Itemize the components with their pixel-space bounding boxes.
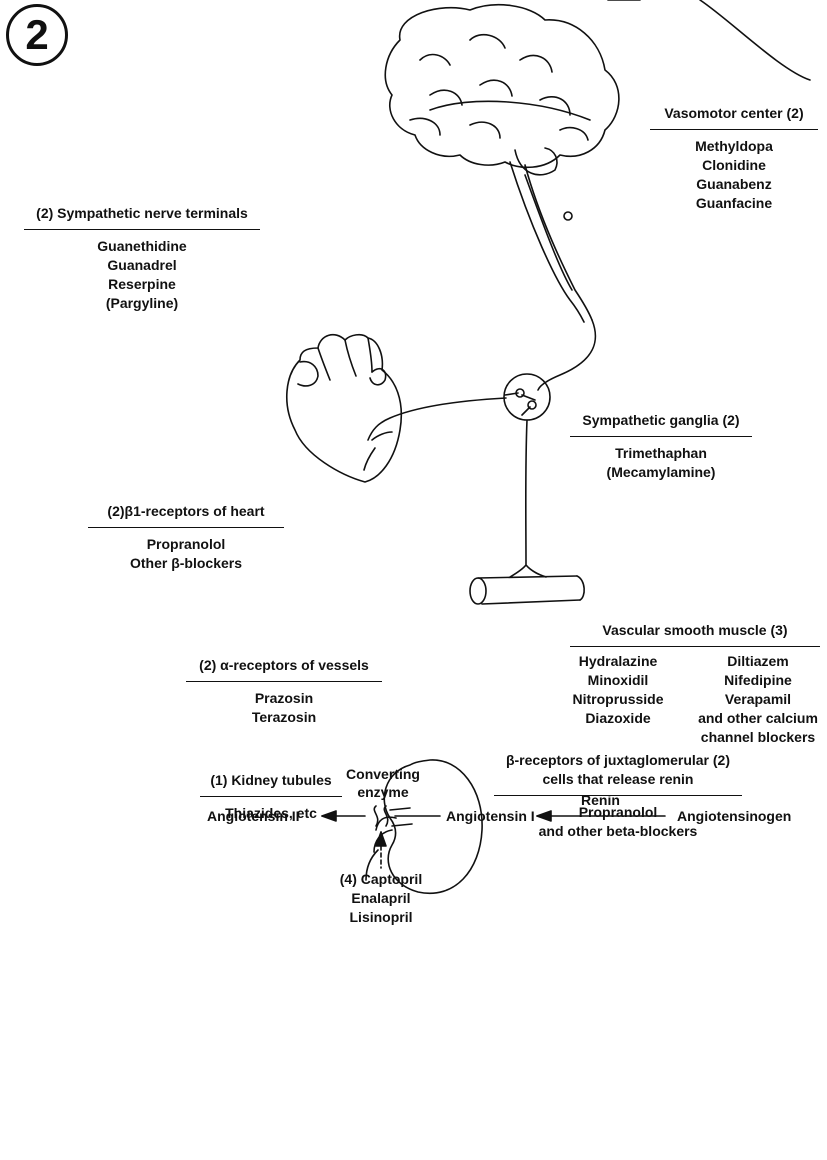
converting-label-line2: enzyme [338, 783, 428, 801]
sympathetic-nerve-terminals-title: (2) Sympathetic nerve terminals [24, 204, 260, 230]
figure-number-badge: 2 [6, 4, 68, 66]
heart-illustration [287, 335, 402, 482]
drug-guanadrel: Guanadrel [24, 256, 260, 275]
drug-propranolol: Propranolol [88, 535, 284, 554]
blood-vessel-illustration [470, 576, 584, 604]
converting-enzyme-label: Converting enzyme [338, 765, 428, 801]
drug-minoxidil: Minoxidil [553, 671, 683, 690]
kidney-tubules-title: (1) Kidney tubules [200, 771, 342, 797]
sympathetic-nerve-terminals-block: (2) Sympathetic nerve terminals Guanethi… [24, 204, 260, 313]
drug-enalapril: Enalapril [326, 889, 436, 908]
calcium-channel-blockers-column: Diltiazem Nifedipine Verapamil and other… [689, 652, 827, 747]
drug-guanethidine: Guanethidine [24, 237, 260, 256]
drug-clonidine: Clonidine [650, 156, 818, 175]
drug-guanabenz: Guanabenz [650, 175, 818, 194]
drug-hydralazine: Hydralazine [553, 652, 683, 671]
sympathetic-ganglia-block: Sympathetic ganglia (2) Trimethaphan (Me… [570, 411, 752, 482]
beta1-receptors-heart-block: (2)β1-receptors of heart Propranolol Oth… [88, 502, 284, 573]
drug-guanfacine: Guanfacine [650, 194, 818, 213]
drug-methyldopa: Methyldopa [650, 137, 818, 156]
beta1-receptors-heart-title: (2)β1-receptors of heart [88, 502, 284, 528]
drug-channel-blockers: channel blockers [689, 728, 827, 747]
angiotensinogen-label: Angiotensinogen [677, 807, 791, 825]
juxtaglomerular-title-line1: β-receptors of juxtaglomerular (2) [494, 751, 742, 770]
drug-verapamil: Verapamil [689, 690, 827, 709]
drug-diazoxide: Diazoxide [553, 709, 683, 728]
vascular-smooth-muscle-block: Vascular smooth muscle (3) [570, 621, 820, 654]
renin-label: Renin [581, 791, 620, 809]
drug-mecamylamine: (Mecamylamine) [570, 463, 752, 482]
angiotensin-ii-label: Angiotensin II [207, 807, 300, 825]
drug-other-beta-blockers: Other β-blockers [88, 554, 284, 573]
sympathetic-ganglia-title: Sympathetic ganglia (2) [570, 411, 752, 437]
heart-nerve [368, 398, 506, 440]
vasomotor-center-block: Vasomotor center (2) Methyldopa Clonidin… [650, 104, 818, 213]
vessel-nerve [510, 420, 546, 577]
converting-label-line1: Converting [338, 765, 428, 783]
drug-prazosin: Prazosin [186, 689, 382, 708]
drug-lisinopril: Lisinopril [326, 908, 436, 927]
ace-inhibitors-block: (4) Captopril Enalapril Lisinopril [326, 870, 436, 927]
drug-captopril: (4) Captopril [326, 870, 436, 889]
vascular-smooth-muscle-title: Vascular smooth muscle (3) [570, 621, 820, 647]
drug-terazosin: Terazosin [186, 708, 382, 727]
angiotensin-i-label: Angiotensin I [446, 807, 535, 825]
drug-reserpine: Reserpine [24, 275, 260, 294]
alpha-receptors-vessels-title: (2) α-receptors of vessels [186, 656, 382, 682]
alpha-receptors-vessels-block: (2) α-receptors of vessels Prazosin Tera… [186, 656, 382, 727]
drug-nitroprusside: Nitroprusside [553, 690, 683, 709]
vasomotor-center-title: Vasomotor center (2) [650, 104, 818, 130]
drug-other-calcium: and other calcium [689, 709, 827, 728]
vasodilators-column: Hydralazine Minoxidil Nitroprusside Diaz… [553, 652, 683, 728]
drug-trimethaphan: Trimethaphan [570, 444, 752, 463]
drug-pargyline: (Pargyline) [24, 294, 260, 313]
drug-nifedipine: Nifedipine [689, 671, 827, 690]
drug-diltiazem: Diltiazem [689, 652, 827, 671]
preganglionic-nerve [538, 320, 595, 390]
ganglion-illustration [504, 374, 550, 420]
